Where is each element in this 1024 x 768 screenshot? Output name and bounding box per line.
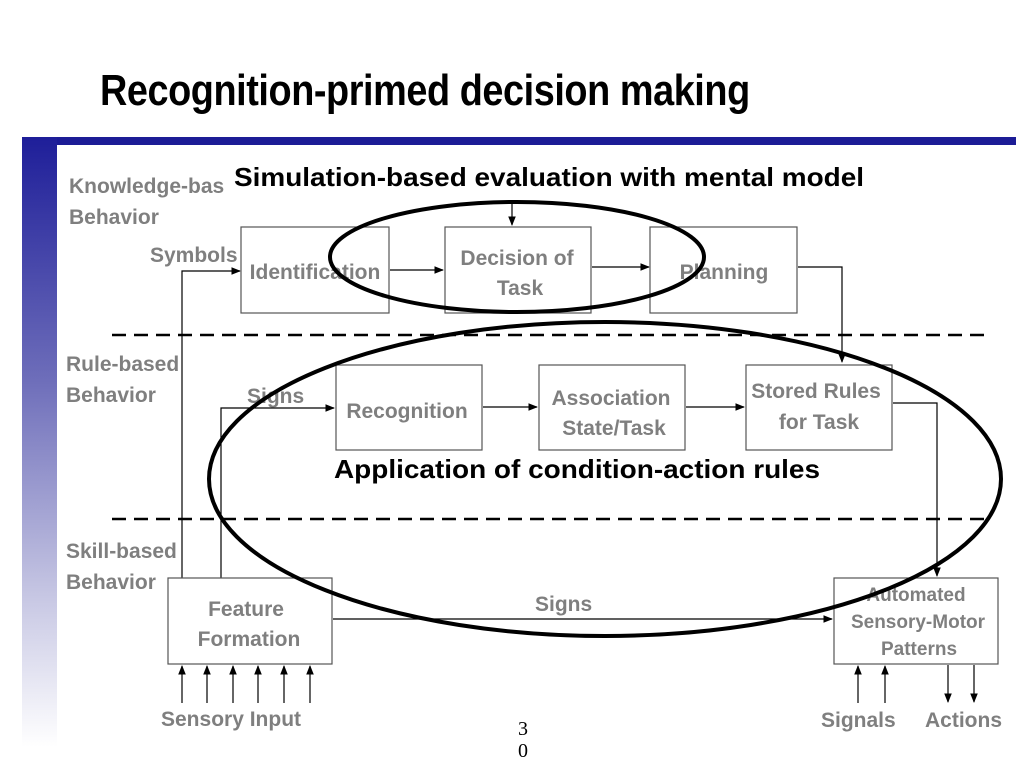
signals-label: Signals	[821, 709, 896, 732]
actions-arrows	[944, 665, 978, 703]
sensory-input-label: Sensory Input	[161, 708, 301, 731]
signs-lower-label: Signs	[535, 593, 592, 616]
stored-rules-label-line1: Stored Rules	[751, 380, 881, 403]
rule-level-line2: Behavior	[66, 384, 156, 407]
decision-of-task-box: Decision of Task	[444, 226, 592, 314]
automated-label-line1: Automated	[866, 585, 965, 606]
stored-rules-label-line2: for Task	[779, 411, 859, 434]
signs-connector-upper	[220, 404, 335, 578]
feature-formation-box: Feature Formation	[167, 577, 333, 665]
rule-level-highlight-oval	[207, 320, 1003, 638]
condition-action-caption: Application of condition-action rules	[334, 454, 820, 484]
skill-level-line2: Behavior	[66, 571, 156, 594]
connectors	[178, 200, 978, 703]
arrow-stored-rules-automated	[893, 402, 941, 577]
identification-label: Identification	[250, 261, 381, 284]
stored-rules-box: Stored Rules for Task	[745, 364, 893, 451]
automated-patterns-box: Automated Sensory-Motor Patterns	[833, 577, 999, 665]
decision-label-line1: Decision of	[460, 247, 574, 270]
symbols-label: Symbols	[150, 244, 238, 267]
association-label-line1: Association	[551, 387, 670, 410]
symbols-connector	[181, 267, 241, 578]
decision-label-line2: Task	[497, 277, 544, 300]
identification-box: Identification	[240, 226, 390, 314]
arrow-planning-stored-rules	[798, 266, 846, 363]
sensory-input-arrows	[178, 665, 314, 703]
title-underline-bar	[22, 137, 1016, 145]
simulation-caption: Simulation-based evaluation with mental …	[234, 162, 864, 192]
skill-level-line1: Skill-based	[66, 540, 177, 563]
page-number: 30	[518, 718, 528, 762]
association-label-line2: State/Task	[562, 417, 666, 440]
rule-based-level-label: Rule-based Behavior	[66, 353, 179, 407]
automated-label-line2: Sensory-Motor	[851, 612, 986, 633]
recognition-label: Recognition	[346, 400, 467, 423]
association-box: Association State/Task	[538, 364, 686, 451]
feature-formation-label-line1: Feature	[208, 598, 284, 621]
feature-formation-label-line2: Formation	[198, 628, 301, 651]
actions-label: Actions	[925, 709, 1002, 732]
knowledge-level-line2: Behavior	[69, 206, 159, 229]
skill-based-level-label: Skill-based Behavior	[66, 540, 177, 594]
signals-arrows	[854, 665, 889, 703]
slide-title: Recognition-primed decision making	[100, 66, 750, 115]
recognition-box: Recognition	[335, 364, 483, 451]
knowledge-based-level-label: Knowledge-bas Behavior	[69, 175, 224, 229]
knowledge-level-line1: Knowledge-bas	[69, 175, 224, 198]
knowledge-level-highlight-oval	[328, 200, 706, 314]
planning-label: Planning	[680, 261, 769, 284]
rule-level-line1: Rule-based	[66, 353, 179, 376]
side-gradient-bar	[22, 137, 57, 747]
automated-label-line3: Patterns	[881, 639, 957, 660]
planning-box: Planning	[649, 226, 798, 314]
